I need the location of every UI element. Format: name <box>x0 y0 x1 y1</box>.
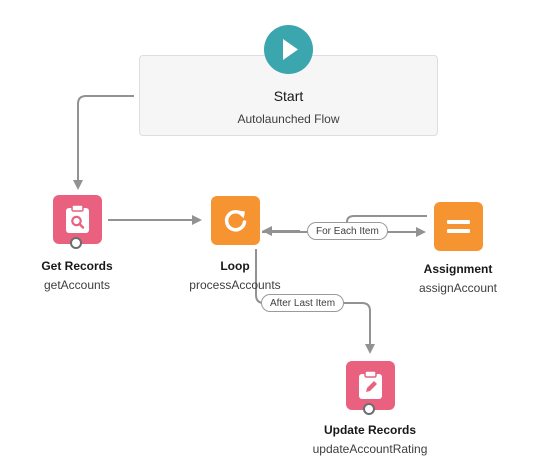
get-records-api-name: getAccounts <box>43 278 111 292</box>
loop-node[interactable] <box>211 196 260 245</box>
equals-icon <box>447 220 470 233</box>
assignment-node[interactable] <box>434 202 483 251</box>
get-records-node[interactable] <box>53 195 102 244</box>
start-button[interactable] <box>264 25 313 74</box>
clipboard-edit-icon <box>359 370 382 399</box>
loop-arrow-icon <box>224 210 247 232</box>
update-records-api-name: updateAccountRating <box>312 442 428 456</box>
assignment-title: Assignment <box>423 262 493 276</box>
play-icon <box>283 39 298 60</box>
loop-api-name: processAccounts <box>189 278 281 292</box>
get-records-connector-dot[interactable] <box>70 237 82 249</box>
for-each-item-label[interactable]: For Each Item <box>307 222 388 240</box>
clipboard-search-icon <box>66 204 89 233</box>
loop-title: Loop <box>220 259 250 273</box>
update-records-node[interactable] <box>346 361 395 410</box>
start-title: Start <box>273 88 304 104</box>
after-last-item-label[interactable]: After Last Item <box>261 294 345 312</box>
connector-assignment-to-loop[interactable] <box>346 215 427 231</box>
update-records-connector-dot[interactable] <box>363 403 375 415</box>
assignment-api-name: assignAccount <box>418 281 498 295</box>
get-records-title: Get Records <box>41 259 113 273</box>
update-records-title: Update Records <box>323 423 417 437</box>
start-subtitle: Autolaunched Flow <box>237 112 340 126</box>
connector-start-to-get-records[interactable] <box>73 95 134 190</box>
